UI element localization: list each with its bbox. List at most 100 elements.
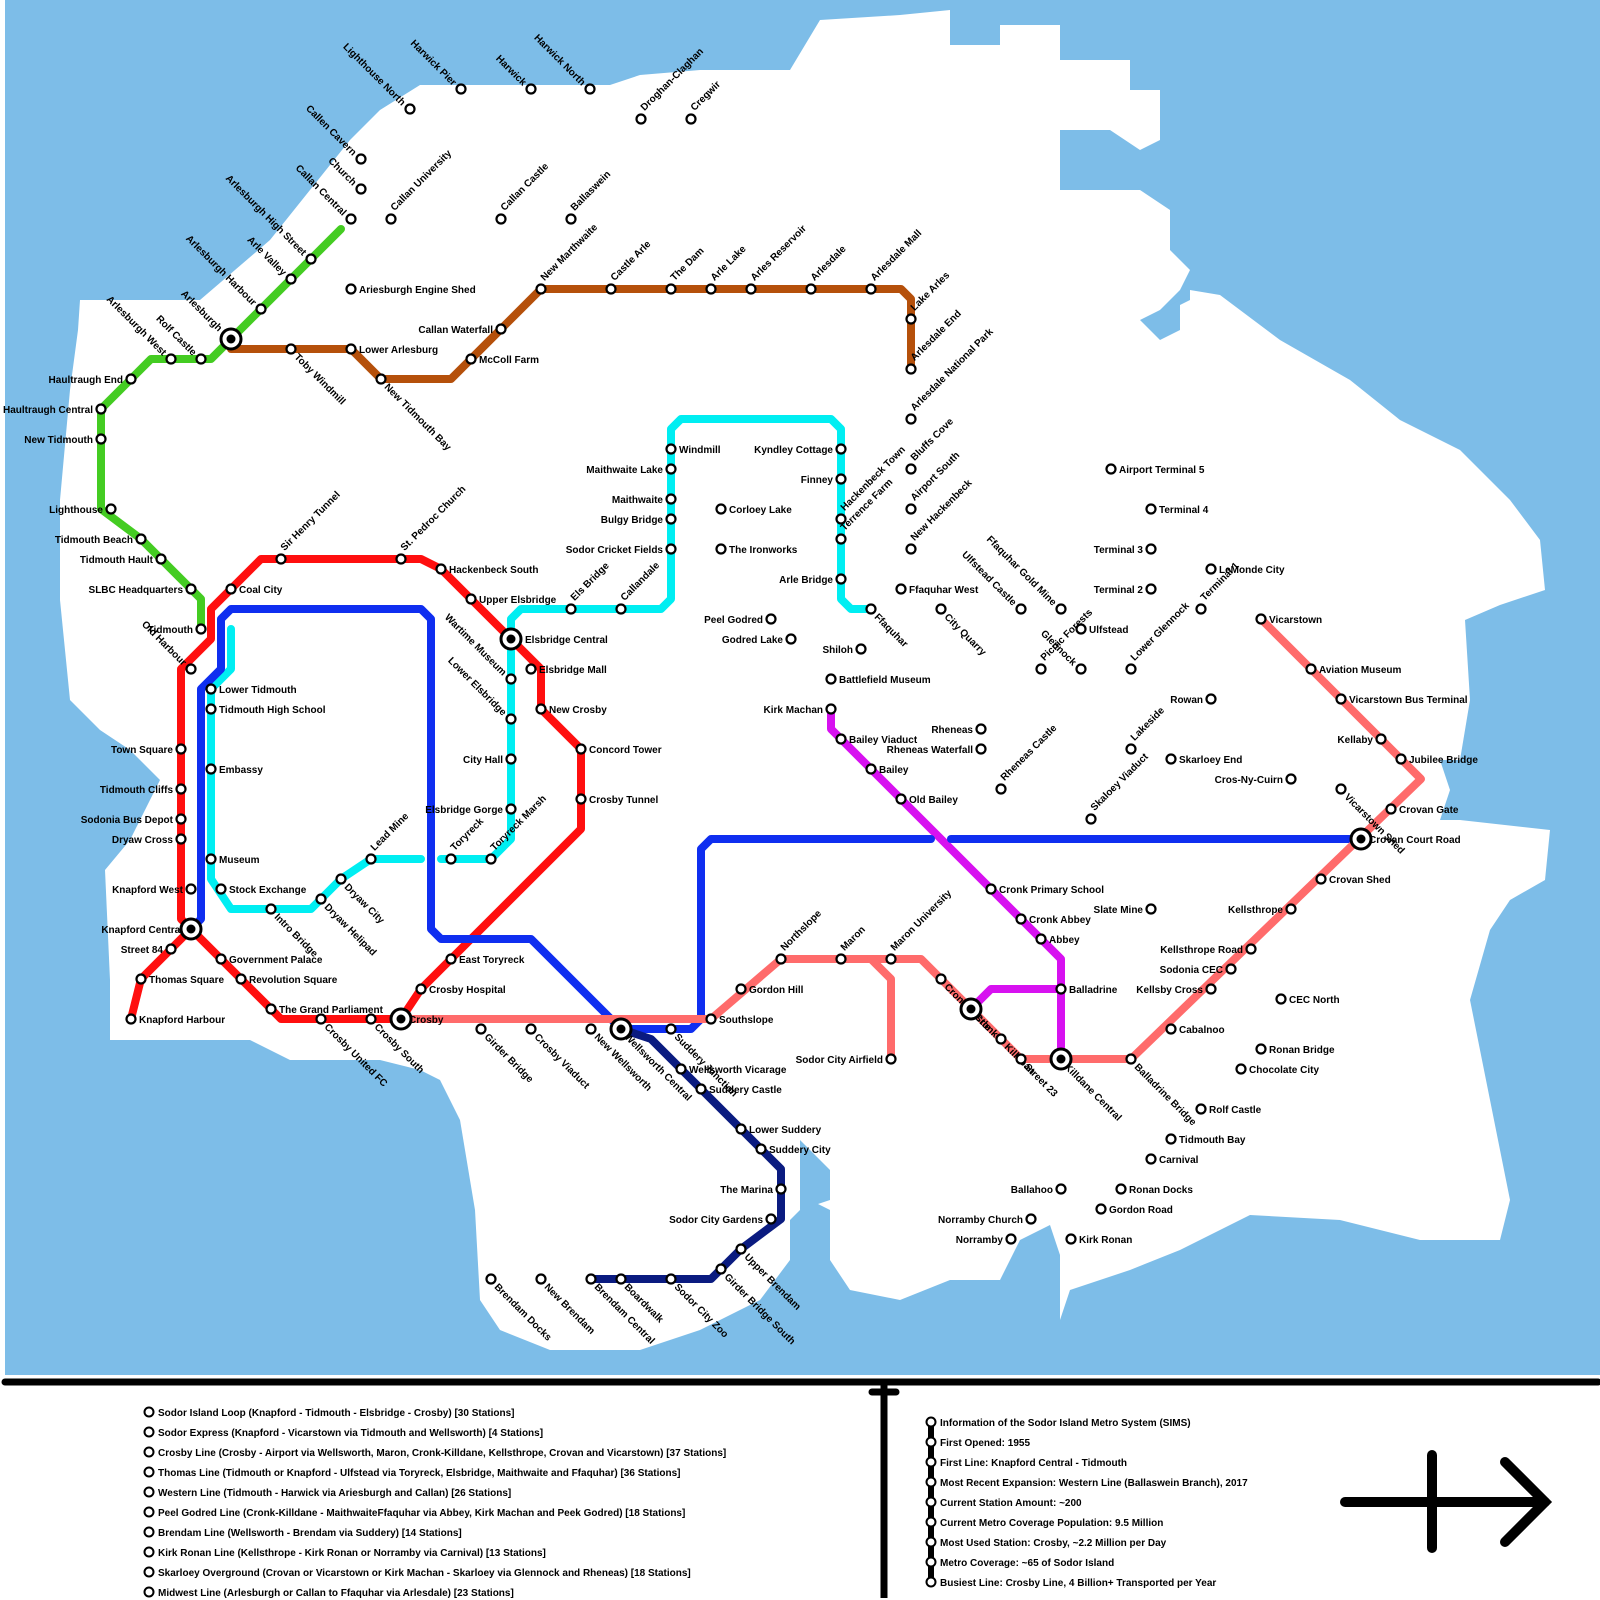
station-marker[interactable] bbox=[707, 285, 716, 294]
station-marker[interactable] bbox=[1167, 755, 1176, 764]
station-marker[interactable] bbox=[227, 585, 236, 594]
station-marker[interactable] bbox=[577, 745, 586, 754]
station-marker[interactable] bbox=[457, 85, 466, 94]
station-marker[interactable] bbox=[507, 715, 516, 724]
station-marker[interactable] bbox=[1147, 905, 1156, 914]
station-marker[interactable] bbox=[1107, 465, 1116, 474]
station-marker[interactable] bbox=[347, 215, 356, 224]
station-marker[interactable] bbox=[97, 405, 106, 414]
station-marker[interactable] bbox=[107, 505, 116, 514]
station-marker[interactable] bbox=[377, 375, 386, 384]
station-marker[interactable] bbox=[277, 555, 286, 564]
station-marker[interactable] bbox=[837, 955, 846, 964]
station-marker[interactable] bbox=[667, 515, 676, 524]
station-marker[interactable] bbox=[1237, 1065, 1246, 1074]
station-marker[interactable] bbox=[1167, 1135, 1176, 1144]
station-marker[interactable] bbox=[717, 505, 726, 514]
station-marker[interactable] bbox=[837, 475, 846, 484]
station-marker[interactable] bbox=[527, 665, 536, 674]
station-marker[interactable] bbox=[987, 885, 996, 894]
station-marker[interactable] bbox=[1247, 945, 1256, 954]
station-marker[interactable] bbox=[837, 575, 846, 584]
station-marker[interactable] bbox=[447, 855, 456, 864]
station-marker[interactable] bbox=[207, 705, 216, 714]
station-marker[interactable] bbox=[1337, 785, 1346, 794]
station-marker[interactable] bbox=[1167, 1025, 1176, 1034]
station-marker[interactable] bbox=[827, 705, 836, 714]
station-marker[interactable] bbox=[1127, 1055, 1136, 1064]
station-marker[interactable] bbox=[1257, 1045, 1266, 1054]
station-marker[interactable] bbox=[617, 1275, 626, 1284]
station-marker[interactable] bbox=[1257, 615, 1266, 624]
station-marker[interactable] bbox=[1017, 915, 1026, 924]
station-marker[interactable] bbox=[1037, 935, 1046, 944]
station-marker[interactable] bbox=[1377, 735, 1386, 744]
station-marker[interactable] bbox=[997, 1035, 1006, 1044]
station-marker[interactable] bbox=[1017, 1055, 1026, 1064]
station-marker[interactable] bbox=[357, 155, 366, 164]
station-marker[interactable] bbox=[1017, 605, 1026, 614]
station-marker[interactable] bbox=[157, 555, 166, 564]
station-marker[interactable] bbox=[787, 635, 796, 644]
station-marker[interactable] bbox=[497, 325, 506, 334]
station-marker[interactable] bbox=[1207, 695, 1216, 704]
station-marker[interactable] bbox=[207, 855, 216, 864]
station-marker[interactable] bbox=[567, 605, 576, 614]
station-marker[interactable] bbox=[167, 945, 176, 954]
station-marker[interactable] bbox=[667, 495, 676, 504]
station-marker[interactable] bbox=[177, 785, 186, 794]
station-marker[interactable] bbox=[1147, 545, 1156, 554]
station-marker[interactable] bbox=[667, 1025, 676, 1034]
station-marker[interactable] bbox=[587, 1275, 596, 1284]
station-marker[interactable] bbox=[1057, 1185, 1066, 1194]
station-marker[interactable] bbox=[767, 1215, 776, 1224]
station-marker[interactable] bbox=[607, 285, 616, 294]
station-marker[interactable] bbox=[137, 975, 146, 984]
station-marker[interactable] bbox=[1147, 505, 1156, 514]
station-marker[interactable] bbox=[867, 285, 876, 294]
station-marker[interactable] bbox=[737, 1245, 746, 1254]
station-marker[interactable] bbox=[127, 1015, 136, 1024]
station-marker[interactable] bbox=[1207, 565, 1216, 574]
station-marker[interactable] bbox=[317, 1015, 326, 1024]
station-marker[interactable] bbox=[1127, 745, 1136, 754]
station-marker[interactable] bbox=[1277, 995, 1286, 1004]
station-marker[interactable] bbox=[287, 345, 296, 354]
station-marker[interactable] bbox=[177, 835, 186, 844]
station-marker[interactable] bbox=[437, 565, 446, 574]
station-marker[interactable] bbox=[907, 465, 916, 474]
station-marker[interactable] bbox=[1007, 1235, 1016, 1244]
station-marker[interactable] bbox=[617, 605, 626, 614]
station-marker[interactable] bbox=[977, 725, 986, 734]
station-marker[interactable] bbox=[1227, 965, 1236, 974]
station-marker[interactable] bbox=[1027, 1215, 1036, 1224]
station-marker[interactable] bbox=[1127, 665, 1136, 674]
station-marker[interactable] bbox=[527, 1025, 536, 1034]
station-marker[interactable] bbox=[1097, 1205, 1106, 1214]
station-marker[interactable] bbox=[737, 1125, 746, 1134]
station-marker[interactable] bbox=[807, 285, 816, 294]
station-marker[interactable] bbox=[237, 975, 246, 984]
station-marker[interactable] bbox=[1067, 1235, 1076, 1244]
station-marker[interactable] bbox=[747, 285, 756, 294]
station-marker[interactable] bbox=[677, 1065, 686, 1074]
station-marker[interactable] bbox=[187, 885, 196, 894]
station-marker[interactable] bbox=[1287, 775, 1296, 784]
station-marker[interactable] bbox=[317, 895, 326, 904]
station-marker[interactable] bbox=[1317, 875, 1326, 884]
station-marker[interactable] bbox=[137, 535, 146, 544]
station-marker[interactable] bbox=[667, 445, 676, 454]
station-marker[interactable] bbox=[897, 795, 906, 804]
station-marker[interactable] bbox=[1147, 585, 1156, 594]
station-marker[interactable] bbox=[767, 615, 776, 624]
station-marker[interactable] bbox=[857, 645, 866, 654]
station-marker[interactable] bbox=[667, 465, 676, 474]
station-marker[interactable] bbox=[887, 1055, 896, 1064]
station-marker[interactable] bbox=[387, 215, 396, 224]
station-marker[interactable] bbox=[737, 985, 746, 994]
station-marker[interactable] bbox=[487, 855, 496, 864]
station-marker[interactable] bbox=[1307, 665, 1316, 674]
station-marker[interactable] bbox=[667, 545, 676, 554]
station-marker[interactable] bbox=[1387, 805, 1396, 814]
station-marker[interactable] bbox=[997, 785, 1006, 794]
